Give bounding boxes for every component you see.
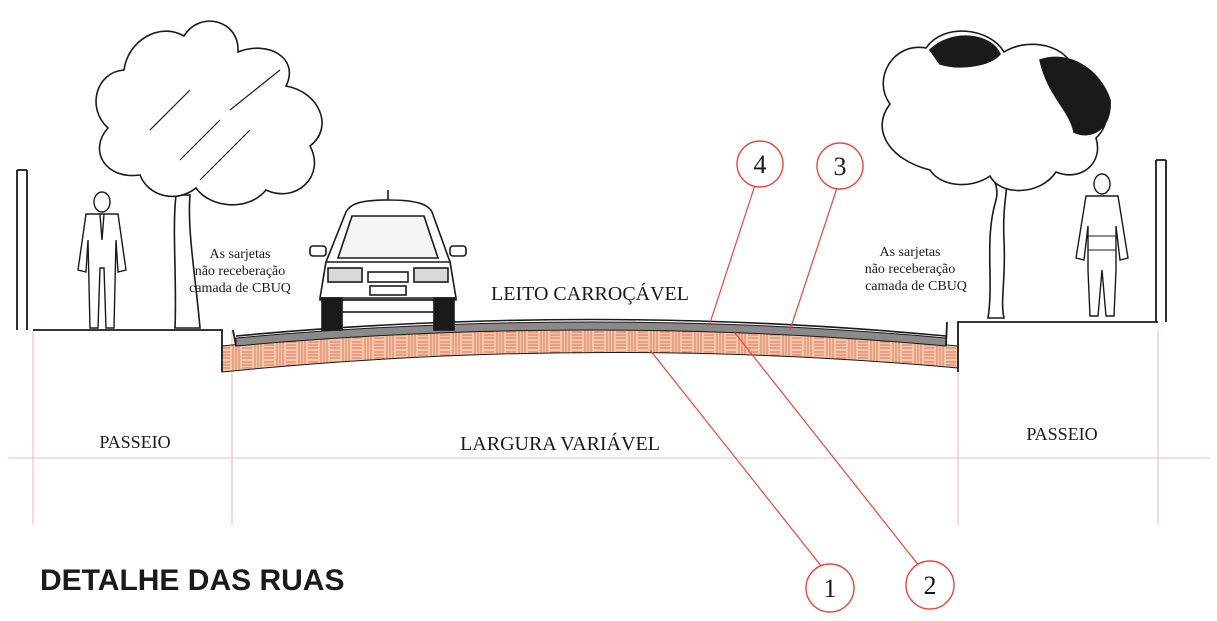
tree-left-icon xyxy=(95,20,323,329)
diagram-title: DETALHE DAS RUAS xyxy=(40,564,344,597)
ground-profile xyxy=(16,159,1167,372)
tree-right-icon xyxy=(881,30,1111,319)
callout-label-1: 1 xyxy=(824,574,837,603)
callout-leaders xyxy=(649,184,921,568)
callout-circle-3 xyxy=(816,142,864,190)
callout-circle-4 xyxy=(736,140,784,188)
sidewalk-left-label: PASSEIO xyxy=(99,432,170,452)
person-right-icon xyxy=(1075,173,1129,317)
note-right-line-2: não receberação xyxy=(865,262,956,277)
person-left-icon xyxy=(77,191,127,329)
callout-label-3: 3 xyxy=(834,152,847,181)
note-left-line-3: camada de CBUQ xyxy=(189,281,291,296)
width-label: LARGURA VARIÁVEL xyxy=(460,432,660,455)
note-right-line-3: camada de CBUQ xyxy=(865,279,967,294)
note-right-line-1: As sarjetas xyxy=(879,245,940,260)
callout-label-4: 4 xyxy=(754,150,767,179)
car-icon xyxy=(309,190,467,331)
callout-circle-1 xyxy=(805,563,855,613)
note-left-line-1: As sarjetas xyxy=(209,247,270,262)
road-label: LEITO CARROÇÁVEL xyxy=(491,282,689,305)
note-left-line-2: não receberação xyxy=(195,264,286,279)
callout-circle-2 xyxy=(905,560,955,610)
sidewalk-right-label: PASSEIO xyxy=(1026,424,1097,444)
callout-label-2: 2 xyxy=(924,571,937,600)
